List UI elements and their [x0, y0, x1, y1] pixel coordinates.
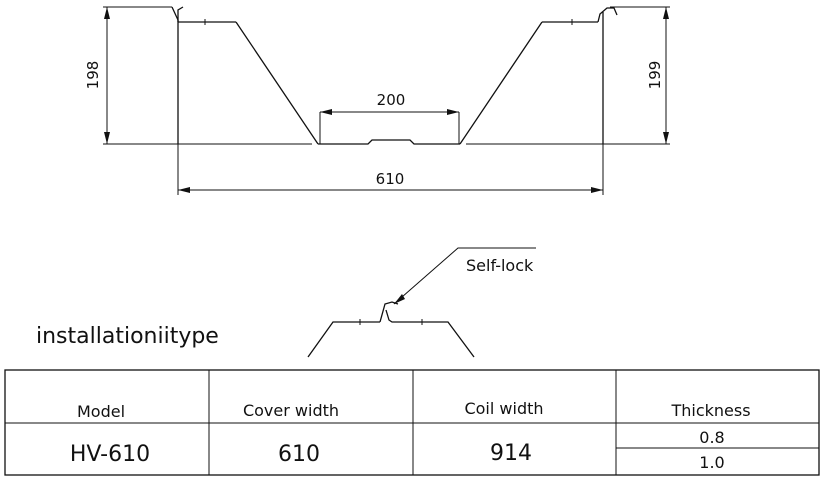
self-lock-leader	[393, 247, 536, 305]
cell-model: HV-610	[70, 442, 150, 467]
dim-left-height: 198	[84, 6, 172, 144]
dim-right-arrow-bottom	[663, 132, 669, 144]
dim-bottom-width-label: 200	[377, 91, 406, 109]
panel-profile	[171, 6, 618, 145]
dim-left-arrow-bottom	[104, 132, 110, 144]
header-cover-width: Cover width	[243, 401, 339, 420]
dim-right-height-label: 199	[646, 61, 664, 90]
installation-detail: Self-lock	[307, 247, 536, 358]
dim-left-height-label: 198	[84, 61, 102, 90]
cell-coil-width: 914	[490, 441, 532, 466]
dim-bottom-width: 200	[319, 91, 460, 144]
header-thickness: Thickness	[670, 401, 750, 420]
dim-bottom-arrow-left	[320, 109, 332, 115]
header-model: Model	[77, 402, 125, 421]
install-right-panel	[385, 309, 475, 358]
cell-thickness-1: 0.8	[699, 428, 724, 447]
self-lock-leader-arrow	[394, 294, 405, 304]
dim-left-arrow-top	[104, 7, 110, 19]
cell-thickness-2: 1.0	[699, 453, 724, 472]
dim-bottom-arrow-right	[447, 109, 459, 115]
spec-table: Model Cover width Coil width Thickness H…	[4, 369, 820, 476]
dim-right-height: 199	[610, 6, 670, 144]
left-edge-hook	[177, 6, 184, 144]
installation-title: installationiitype	[36, 324, 219, 349]
dim-overall-width: 610	[177, 144, 604, 195]
left-hook-lip	[171, 6, 179, 22]
right-web	[459, 21, 543, 145]
bottom-pan	[318, 139, 460, 145]
self-lock-label: Self-lock	[466, 256, 534, 275]
left-web	[235, 21, 319, 145]
dim-overall-arrow-right	[591, 187, 603, 193]
dim-overall-width-label: 610	[376, 170, 405, 188]
header-coil-width: Coil width	[464, 399, 543, 418]
dim-right-arrow-top	[663, 7, 669, 19]
install-left-panel	[307, 321, 380, 358]
cell-cover-width: 610	[278, 442, 320, 467]
dim-overall-arrow-left	[178, 187, 190, 193]
right-edge-lock	[597, 7, 618, 23]
